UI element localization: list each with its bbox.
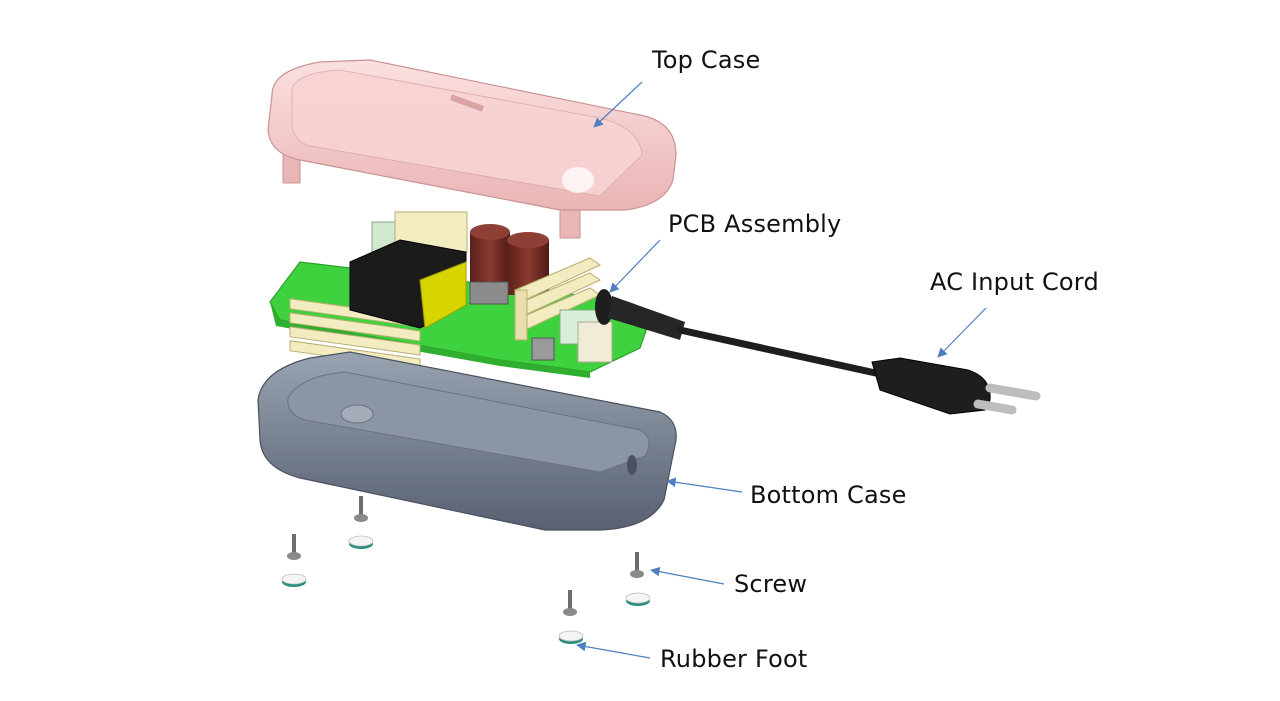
bottom-case-cord-hole — [627, 455, 637, 475]
leader-arrows — [576, 81, 987, 659]
rubber-foot-3 — [625, 592, 651, 606]
plug-pin-upper — [985, 383, 1041, 401]
label-bottom-case: Bottom Case — [750, 481, 907, 509]
cord-cable — [676, 326, 884, 378]
top-case-highlight — [562, 167, 594, 193]
pcb-terminal — [577, 321, 613, 363]
arrow-pcb-assembly — [609, 239, 661, 293]
screw-1 — [354, 496, 368, 522]
label-screw: Screw — [734, 570, 808, 598]
pcb-relay — [469, 281, 509, 305]
pcb-transformer-yellow — [419, 261, 467, 329]
arrow-top-case — [593, 81, 643, 128]
bottom-case-boss — [340, 404, 374, 424]
bottom-case — [257, 351, 677, 531]
top-case-logo-emboss — [449, 94, 485, 112]
pcb-header-pins — [531, 337, 555, 361]
plug-pin-lower — [973, 399, 1017, 415]
label-pcb-assembly: PCB Assembly — [668, 210, 842, 238]
arrow-rubber-foot — [576, 641, 651, 659]
label-top-case: Top Case — [652, 46, 761, 74]
cord-plug-body — [871, 357, 991, 415]
screws — [287, 496, 644, 616]
label-ac-input-cord: AC Input Cord — [930, 268, 1099, 296]
top-case — [267, 59, 677, 239]
rubber-foot-4 — [558, 630, 584, 644]
bottom-case-inner-cavity — [287, 371, 650, 473]
arrow-ac-input-cord — [937, 307, 987, 358]
arrow-bottom-case — [666, 477, 743, 493]
pcb-assembly — [269, 211, 649, 378]
screw-2 — [287, 534, 301, 560]
label-rubber-foot: Rubber Foot — [660, 645, 808, 673]
pcb-board-edge — [270, 302, 590, 378]
ac-input-cord — [595, 289, 1041, 415]
rubber-feet — [281, 535, 651, 644]
cord-strain-relief — [608, 296, 685, 340]
rubber-foot-1 — [348, 535, 374, 549]
top-case-top-face — [291, 69, 643, 197]
arrow-screw — [650, 566, 725, 585]
screw-4 — [563, 590, 577, 616]
screw-3 — [630, 552, 644, 578]
pcb-right-heatsink — [514, 257, 601, 341]
rubber-foot-2 — [281, 573, 307, 587]
